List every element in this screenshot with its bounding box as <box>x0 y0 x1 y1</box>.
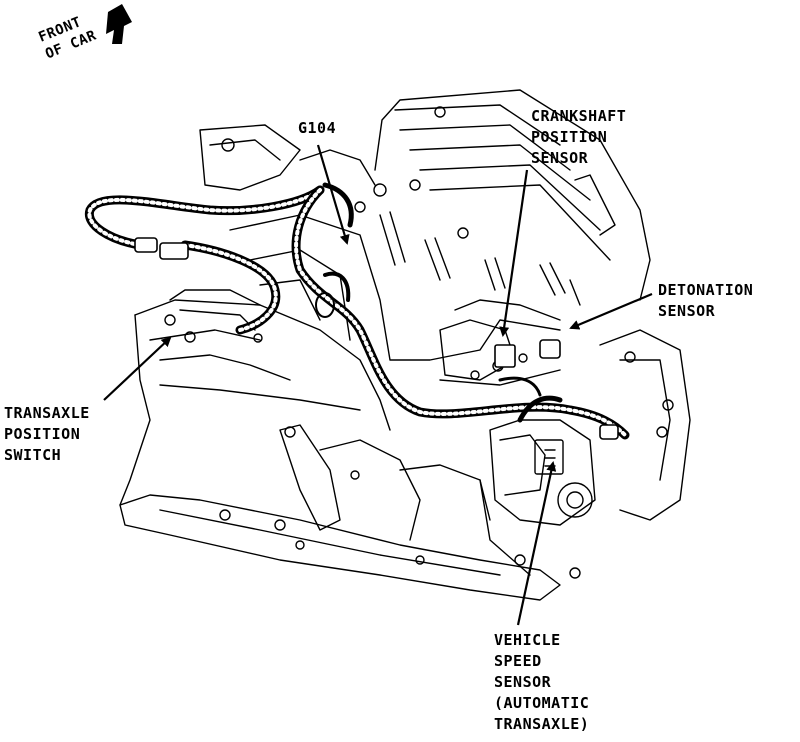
arrow-g104 <box>316 144 350 245</box>
connector-knock <box>539 339 561 359</box>
arrow-detonation <box>569 292 653 330</box>
crankshaft-line-2: POSITION <box>531 128 608 146</box>
detonation-line-2: SENSOR <box>658 302 716 320</box>
connector-tps <box>159 242 189 260</box>
vss-line-4: (AUTOMATIC <box>494 694 590 712</box>
g104-line-1: G104 <box>298 119 337 137</box>
transaxle-line-3: SWITCH <box>4 446 62 464</box>
detonation-line-1: DETONATION <box>658 281 754 299</box>
connector-vss <box>599 424 619 440</box>
valve-cover <box>374 89 651 301</box>
right-housing <box>599 329 691 521</box>
wiring-harness <box>84 182 630 440</box>
vss-line-3: SENSOR <box>494 673 552 691</box>
spark-plug-boots <box>379 211 581 306</box>
vss-line-5: TRANSAXLE) <box>494 715 590 733</box>
transaxle-line-1: TRANSAXLE <box>4 404 90 422</box>
engine-mount <box>279 424 491 541</box>
connector-ckp <box>494 344 516 368</box>
vss-housing <box>479 419 596 576</box>
transaxle-switch-label: TRANSAXLE POSITION SWITCH <box>4 403 90 466</box>
transaxle-housing <box>119 289 391 506</box>
arrow-vss <box>516 461 557 626</box>
crankshaft-line-1: CRANKSHAFT <box>531 107 627 125</box>
g104-label: G104 <box>298 118 336 139</box>
connectors <box>134 237 619 440</box>
bolts <box>164 106 528 380</box>
crankshaft-line-3: SENSOR <box>531 149 589 167</box>
vss-line-1: VEHICLE <box>494 631 561 649</box>
arrow-crankshaft <box>499 169 529 337</box>
oil-pan <box>119 494 581 601</box>
connector-left <box>134 237 158 253</box>
vehicle-speed-sensor-label: VEHICLE SPEED SENSOR (AUTOMATIC TRANSAXL… <box>494 630 589 735</box>
arrow-transaxle <box>103 336 172 401</box>
leader-arrows <box>103 144 653 626</box>
transaxle-line-2: POSITION <box>4 425 81 443</box>
mounting-bracket <box>199 124 376 191</box>
vss-line-2: SPEED <box>494 652 542 670</box>
detonation-sensor-label: DETONATION SENSOR <box>658 280 753 322</box>
crankshaft-sensor-label: CRANKSHAFT POSITION SENSOR <box>531 106 626 169</box>
front-of-car-arrow-icon <box>106 4 132 44</box>
